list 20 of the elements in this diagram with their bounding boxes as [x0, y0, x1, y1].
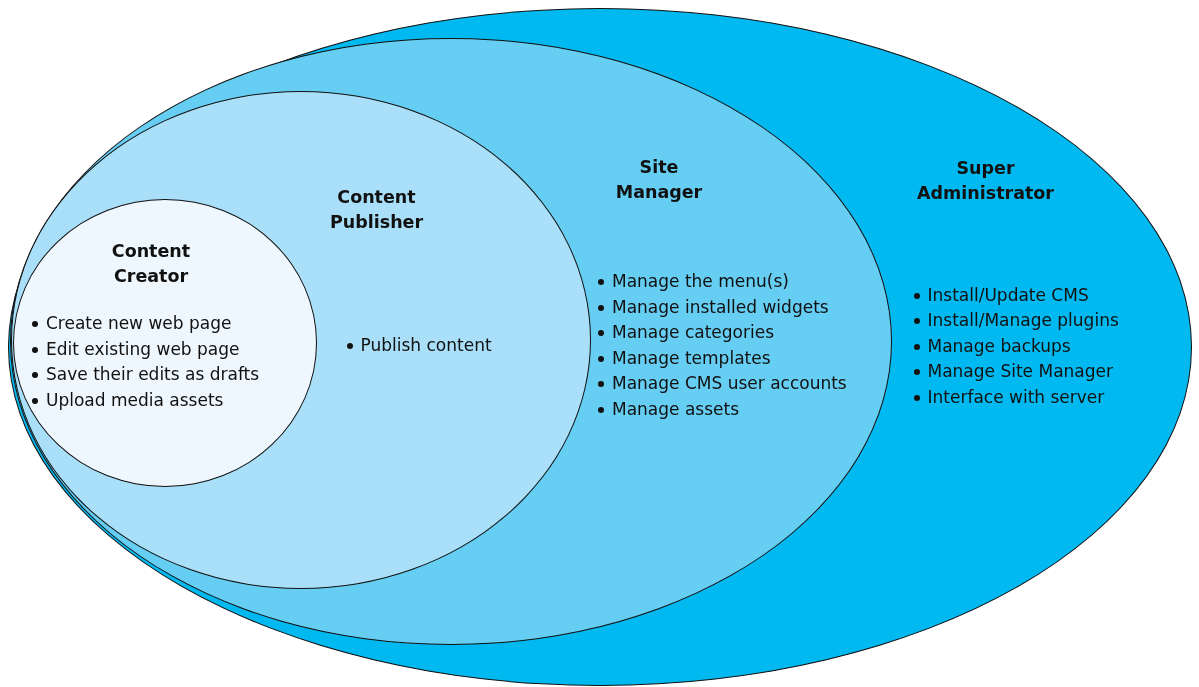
list-item-text: Publish content	[360, 334, 492, 355]
role-title: Content Publisher	[328, 185, 425, 234]
list-item-text: Manage CMS user accounts	[612, 373, 847, 393]
list-item-text: Manage templates	[612, 347, 771, 368]
role-title: Site Manager	[614, 156, 704, 204]
list-item-text: Save their edits as drafts	[46, 364, 260, 384]
list-item-text: Edit existing web page	[46, 338, 240, 359]
list-item-text: Manage categories	[612, 322, 775, 342]
list-item-text: Install/Manage plugins	[927, 310, 1119, 330]
list-item-text: Manage backups	[927, 335, 1071, 356]
role-title: Content Creator	[110, 240, 192, 288]
role-title: Super Administrator	[916, 156, 1055, 205]
list-item-text: Interface with server	[927, 386, 1105, 407]
list-item-text: Create new web page	[46, 313, 232, 333]
list-item-text: Upload media assets	[46, 389, 224, 410]
list-item-text: Manage Site Manager	[927, 361, 1113, 381]
list-item-text: Manage installed widgets	[612, 296, 829, 317]
list-item-text: Manage assets	[612, 398, 740, 419]
list-item-text: Install/Update CMS	[927, 284, 1089, 305]
list-item-text: Manage the menu(s)	[612, 271, 789, 291]
